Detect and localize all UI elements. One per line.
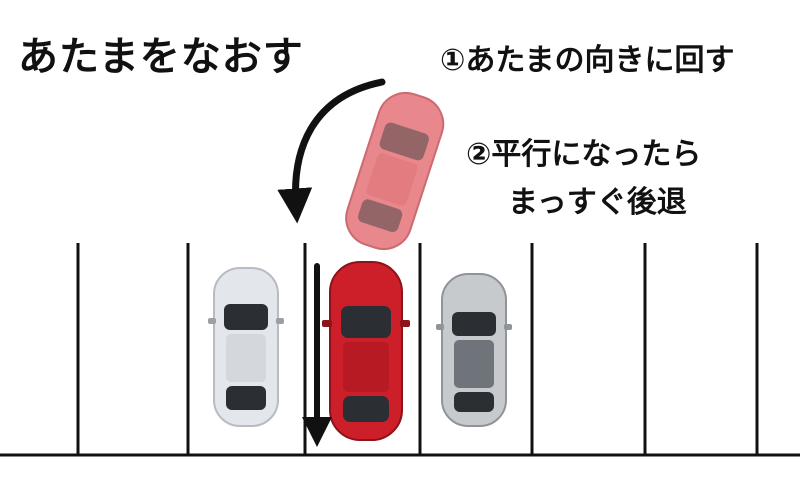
silver-car — [208, 267, 284, 427]
gray-car — [436, 273, 512, 427]
step-1-label: ①あたまの向きに回す — [440, 43, 735, 78]
red-car-parked — [322, 261, 410, 441]
red-car-turning — [345, 91, 445, 251]
step-2-label-line2: まっすぐ後退 — [508, 185, 687, 220]
parking-lines — [0, 243, 800, 457]
step-2-label-line1: ②平行になったら — [466, 137, 702, 172]
curved-arrow-icon — [277, 78, 386, 224]
page-title: あたまをなおす — [18, 34, 304, 80]
